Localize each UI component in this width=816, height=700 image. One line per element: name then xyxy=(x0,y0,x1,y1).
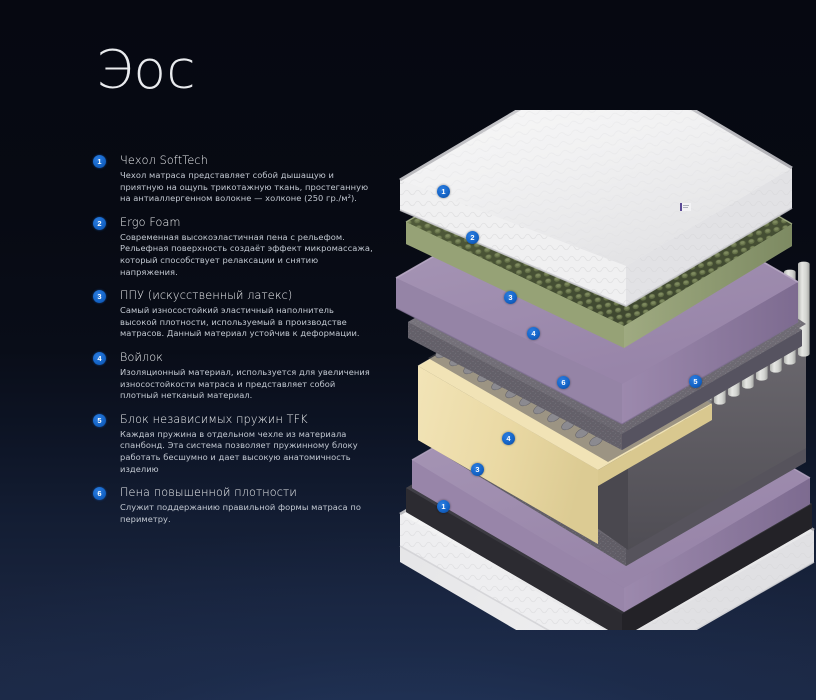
list-item: 1 Чехол SoftTech Чехол матраса представл… xyxy=(93,154,373,205)
list-item: 4 Войлок Изоляционный материал, использу… xyxy=(93,351,373,402)
feature-number-badge: 1 xyxy=(93,155,106,168)
callout-badge-2-ergo-foam: 2 xyxy=(466,231,479,244)
feature-number-badge: 6 xyxy=(93,487,106,501)
callout-badge-4-felt-bottom: 4 xyxy=(502,432,515,445)
feature-list: 1 Чехол SoftTech Чехол матраса представл… xyxy=(93,154,373,525)
feature-number-badge: 2 xyxy=(93,216,106,230)
feature-title: Блок независимых пружин TFK xyxy=(120,412,308,426)
callout-badge-1-bottom-cover: 1 xyxy=(437,500,450,513)
callout-badge-3-ppu-bottom: 3 xyxy=(471,463,484,476)
feature-description: Служит поддержанию правильной формы матр… xyxy=(120,502,361,524)
feature-title: Войлок xyxy=(120,350,164,364)
feature-text-column: Эос 1 Чехол SoftTech Чехол матраса предс… xyxy=(93,44,373,525)
feature-title: Ergo Foam xyxy=(120,215,181,229)
feature-description: Чехол матраса представляет собой дышащую… xyxy=(120,170,369,204)
callout-badge-6-foam: 6 xyxy=(557,376,570,389)
feature-title: ППУ (искусственный латекс) xyxy=(120,289,293,303)
feature-number-badge: 5 xyxy=(93,413,106,427)
callout-badge-1-top-cover: 1 xyxy=(437,185,450,198)
page-title: Эос xyxy=(96,40,197,101)
brand-tag-label xyxy=(680,203,691,211)
list-item: 2 Ergo Foam Современная высокоэластичная… xyxy=(93,216,373,278)
exploded-mattress-illustration: 1 2 3 4 6 5 4 3 1 xyxy=(382,110,816,630)
callout-badge-5-springs: 5 xyxy=(689,375,702,388)
callout-badge-3-ppu-top: 3 xyxy=(504,291,517,304)
feature-number-badge: 4 xyxy=(93,351,106,365)
feature-title: Пена повышенной плотности xyxy=(120,486,297,500)
feature-description: Изоляционный материал, используется для … xyxy=(120,366,370,401)
layer-top-cover xyxy=(399,110,793,307)
feature-description: Самый износостойкий эластичный наполните… xyxy=(120,305,360,339)
list-item: 3 ППУ (искусственный латекс) Самый износ… xyxy=(93,289,373,340)
feature-number-badge: 3 xyxy=(93,290,106,304)
feature-description: Каждая пружина в отдельном чехле из мате… xyxy=(120,428,358,474)
feature-title: Чехол SoftTech xyxy=(120,154,208,167)
list-item: 6 Пена повышенной плотности Служит подде… xyxy=(93,486,373,525)
feature-description: Современная высокоэластичная пена с рель… xyxy=(120,231,373,277)
callout-badge-4-felt-top: 4 xyxy=(527,327,540,340)
list-item: 5 Блок независимых пружин TFK Каждая пру… xyxy=(93,413,373,475)
